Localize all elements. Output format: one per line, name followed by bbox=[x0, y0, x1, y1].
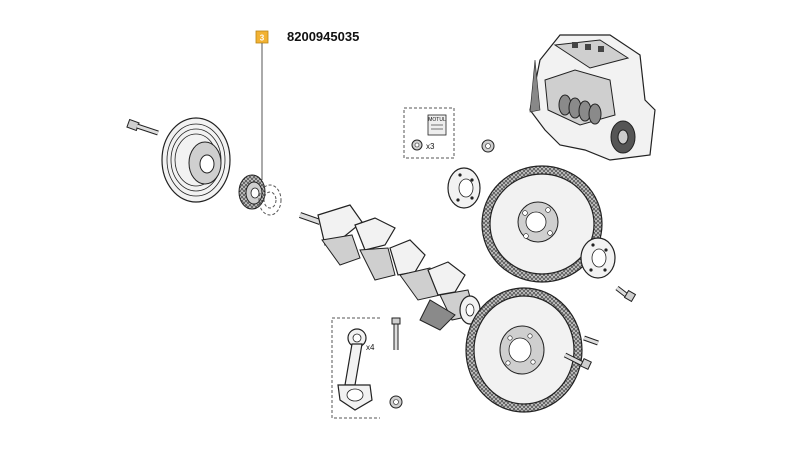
conrod-nut bbox=[389, 395, 403, 409]
flywheel-ring-gear-upper bbox=[481, 165, 603, 283]
dowel-pin bbox=[583, 335, 599, 346]
seal-kit-box: MOTUL x3 bbox=[403, 107, 455, 159]
thumbnail-crankshaft-highlight bbox=[558, 94, 602, 125]
flywheel-bolt bbox=[615, 286, 637, 303]
sprocket-ghost-outline bbox=[258, 184, 282, 216]
oil-tag-text: MOTUL bbox=[428, 117, 446, 123]
flywheel-lower bbox=[465, 287, 583, 413]
timing-sprocket[interactable] bbox=[238, 174, 266, 210]
pulley-bolt bbox=[126, 118, 159, 136]
flexplate-spacer bbox=[447, 167, 481, 209]
small-nut bbox=[481, 139, 495, 153]
lower-flywheel-bolt bbox=[563, 352, 592, 370]
connecting-rod bbox=[337, 328, 373, 411]
conrod-quantity: x4 bbox=[366, 343, 375, 352]
conrod-kit-box: x4 bbox=[331, 317, 403, 419]
engine-thumbnail bbox=[529, 34, 656, 161]
crankshaft-pulley bbox=[161, 117, 231, 203]
crankshaft bbox=[299, 204, 481, 331]
callout[interactable]: 3 8200945035 bbox=[255, 29, 359, 180]
conrod-bolt bbox=[391, 317, 401, 350]
part-number-label[interactable]: 8200945035 bbox=[287, 29, 359, 44]
callout-number: 3 bbox=[260, 34, 265, 43]
seal-kit-quantity: x3 bbox=[426, 142, 435, 151]
rear-spacer-plate bbox=[580, 237, 616, 279]
